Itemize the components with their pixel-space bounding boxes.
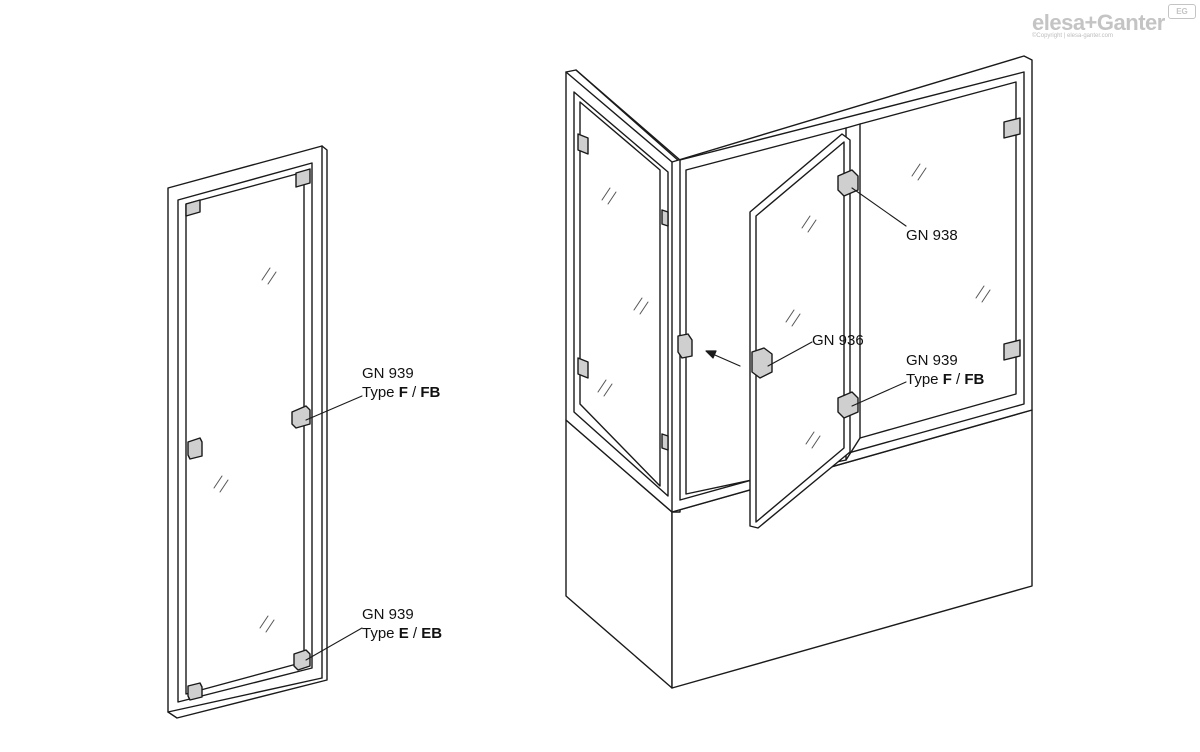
type-a: F <box>942 371 952 388</box>
type-a: E <box>398 625 409 642</box>
cabinet-glass-hatches <box>597 163 991 449</box>
callout-right-939-code: GN 939 <box>906 352 958 369</box>
type-prefix: Type <box>362 625 399 642</box>
type-b: FB <box>964 371 985 388</box>
callout-gn938-code: GN 938 <box>906 227 958 244</box>
type-b: FB <box>420 384 441 401</box>
callout-gn936: GN 936 <box>812 331 864 350</box>
callout-left-lower: GN 939 Type E / EB <box>362 605 442 643</box>
type-a: F <box>398 384 408 401</box>
left-glass-hatches <box>213 267 277 633</box>
opening-direction-arrow <box>705 350 741 367</box>
callout-right-939: GN 939 Type F / FB <box>906 351 984 389</box>
brand-logo-text: elesa+Ganter <box>1032 10 1165 35</box>
cabinet-hardware <box>577 117 1021 451</box>
type-prefix: Type <box>362 384 399 401</box>
callout-right-939-type: Type F / FB <box>906 370 984 389</box>
type-separator: / <box>408 625 422 642</box>
left-leader-lines <box>305 395 363 661</box>
left-panel-hardware <box>185 168 311 701</box>
brand-logo: elesa+Ganter ©Copyright | elesa-ganter.c… <box>1032 4 1196 39</box>
callout-gn936-code: GN 936 <box>812 332 864 349</box>
left-glass-door-panel <box>167 145 328 719</box>
cabinet-leader-lines <box>767 187 907 407</box>
type-prefix: Type <box>906 371 943 388</box>
callout-left-upper-code: GN 939 <box>362 365 414 382</box>
type-b: EB <box>421 625 443 642</box>
type-separator: / <box>951 371 965 388</box>
callout-left-lower-code: GN 939 <box>362 606 414 623</box>
cabinet-open-door <box>749 133 851 529</box>
callout-gn938: GN 938 <box>906 226 958 245</box>
callout-left-lower-type: Type E / EB <box>362 624 442 643</box>
type-separator: / <box>407 384 421 401</box>
callout-left-upper: GN 939 Type F / FB <box>362 364 440 402</box>
callout-left-upper-type: Type F / FB <box>362 383 440 402</box>
brand-copyright: ©Copyright | elesa-ganter.com <box>1032 33 1114 39</box>
brand-badge: EG <box>1168 4 1196 19</box>
